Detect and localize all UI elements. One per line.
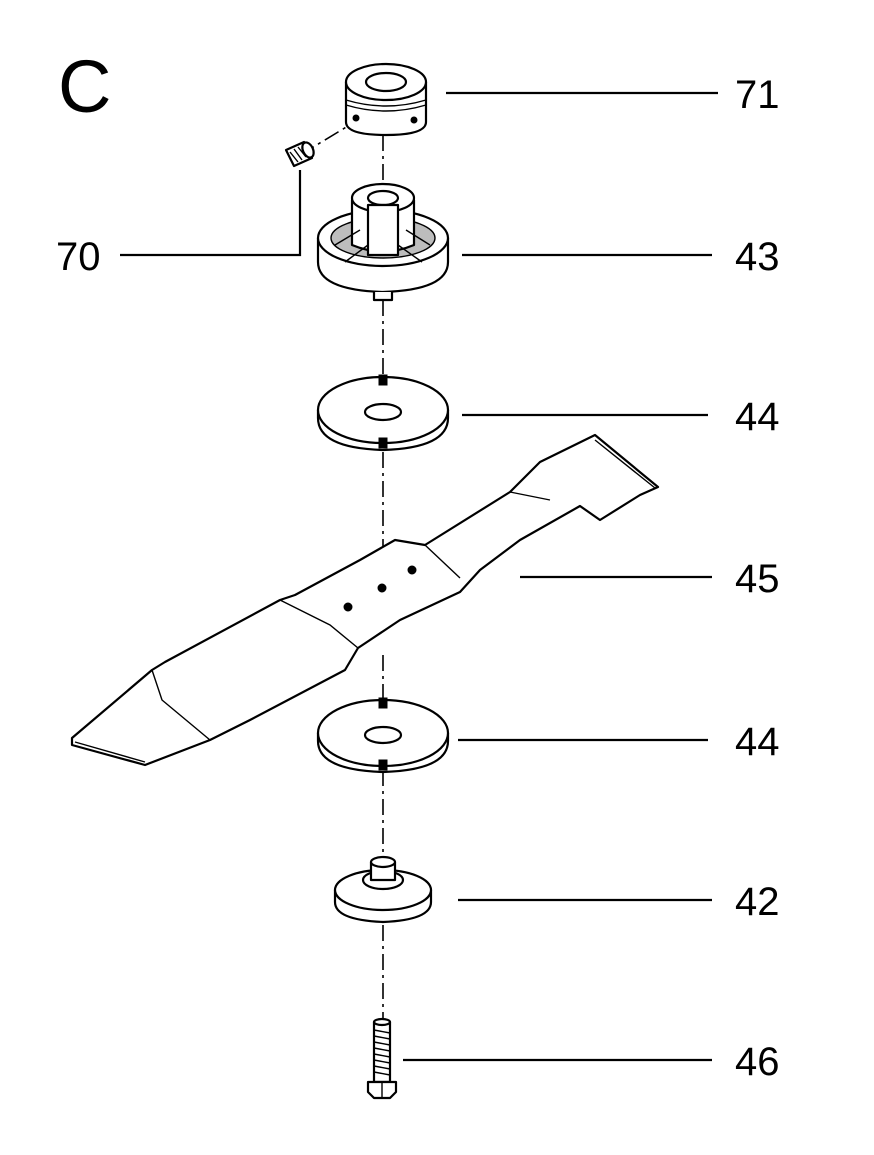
callout-43: 43	[735, 235, 780, 279]
callout-70: 70	[56, 235, 101, 279]
callout-46: 46	[735, 1040, 780, 1084]
part-46-bolt	[366, 1017, 398, 1100]
part-70-set-screw	[284, 140, 315, 168]
section-letter: C	[58, 45, 111, 128]
part-43-blade-adapter	[316, 182, 450, 302]
center-axis	[299, 119, 384, 1018]
part-44-upper-washer	[316, 374, 450, 452]
part-45-blade	[70, 433, 660, 767]
callout-71: 71	[735, 73, 780, 117]
callout-44-lower: 44	[735, 720, 780, 764]
part-71-collar	[344, 62, 428, 137]
callout-44-upper: 44	[735, 395, 780, 439]
callout-42: 42	[735, 880, 780, 924]
callout-45: 45	[735, 557, 780, 601]
leader-lines	[120, 91, 718, 1062]
part-42-lower-support	[333, 855, 433, 924]
part-44-lower-washer	[316, 697, 450, 774]
